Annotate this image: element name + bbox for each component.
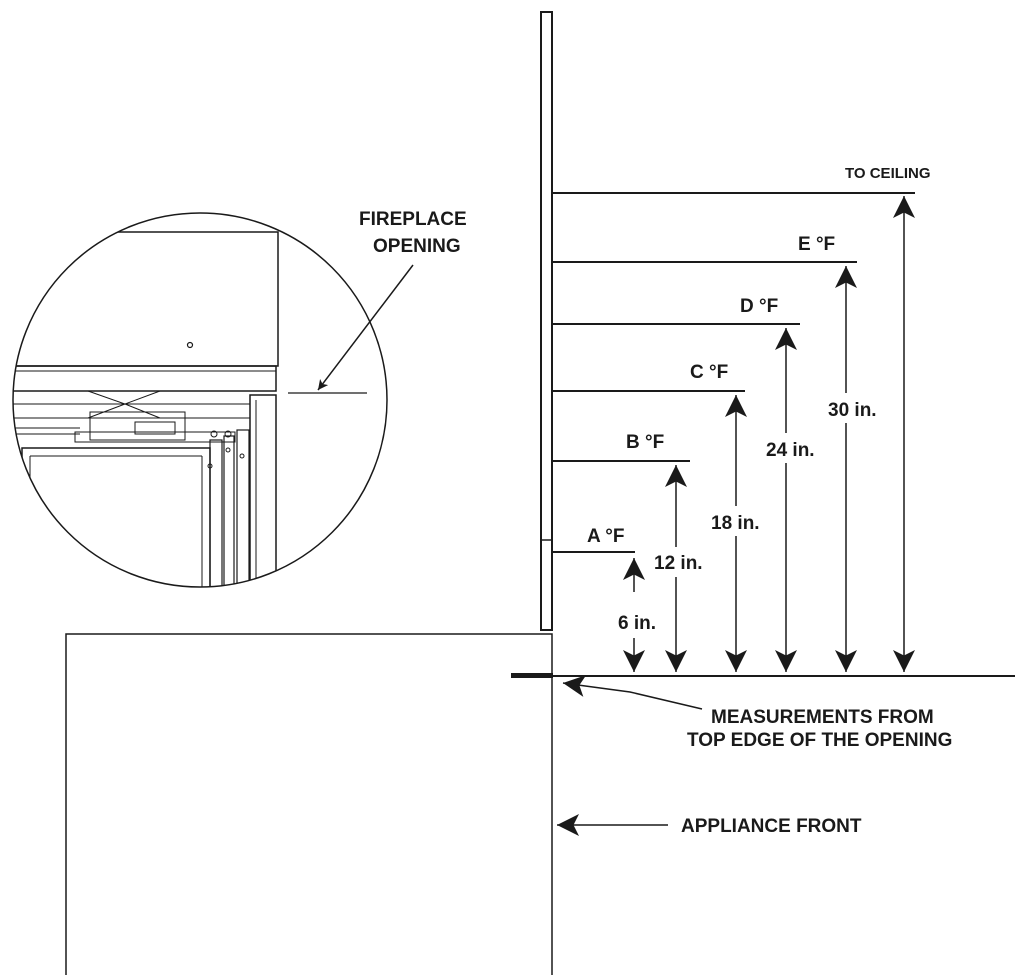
wall-board <box>540 11 553 631</box>
fireplace-detail-callout: FIREPLACE OPENING <box>12 209 467 588</box>
opening-top-edge-line <box>511 673 1015 678</box>
value-30in: 30 in. <box>828 400 877 421</box>
measurements-annotation: MEASUREMENTS FROM TOP EDGE OF THE OPENIN… <box>562 675 952 751</box>
label-a: A °F <box>587 526 625 547</box>
label-b: B °F <box>626 432 664 453</box>
value-12in: 12 in. <box>654 553 703 574</box>
label-d: D °F <box>740 296 778 317</box>
level-labels: TO CEILING E °F D °F C °F B °F A °F <box>587 165 931 547</box>
label-to-ceiling: TO CEILING <box>845 165 931 182</box>
appliance-outline <box>65 633 553 975</box>
value-18in: 18 in. <box>711 513 760 534</box>
measurements-line1: MEASUREMENTS FROM <box>711 707 934 728</box>
fireplace-label-line1: FIREPLACE <box>359 209 467 230</box>
fireplace-label-line2: OPENING <box>373 236 461 257</box>
value-24in: 24 in. <box>766 440 815 461</box>
level-lines <box>552 192 915 553</box>
label-e: E °F <box>798 234 835 255</box>
appliance-front-annotation: APPLIANCE FRONT <box>557 814 862 837</box>
value-6in: 6 in. <box>618 613 656 634</box>
measurements-line2: TOP EDGE OF THE OPENING <box>687 730 952 751</box>
label-c: C °F <box>690 362 728 383</box>
dimension-values: 30 in. 24 in. 18 in. 12 in. 6 in. <box>618 393 877 634</box>
appliance-front-label: APPLIANCE FRONT <box>681 816 862 837</box>
